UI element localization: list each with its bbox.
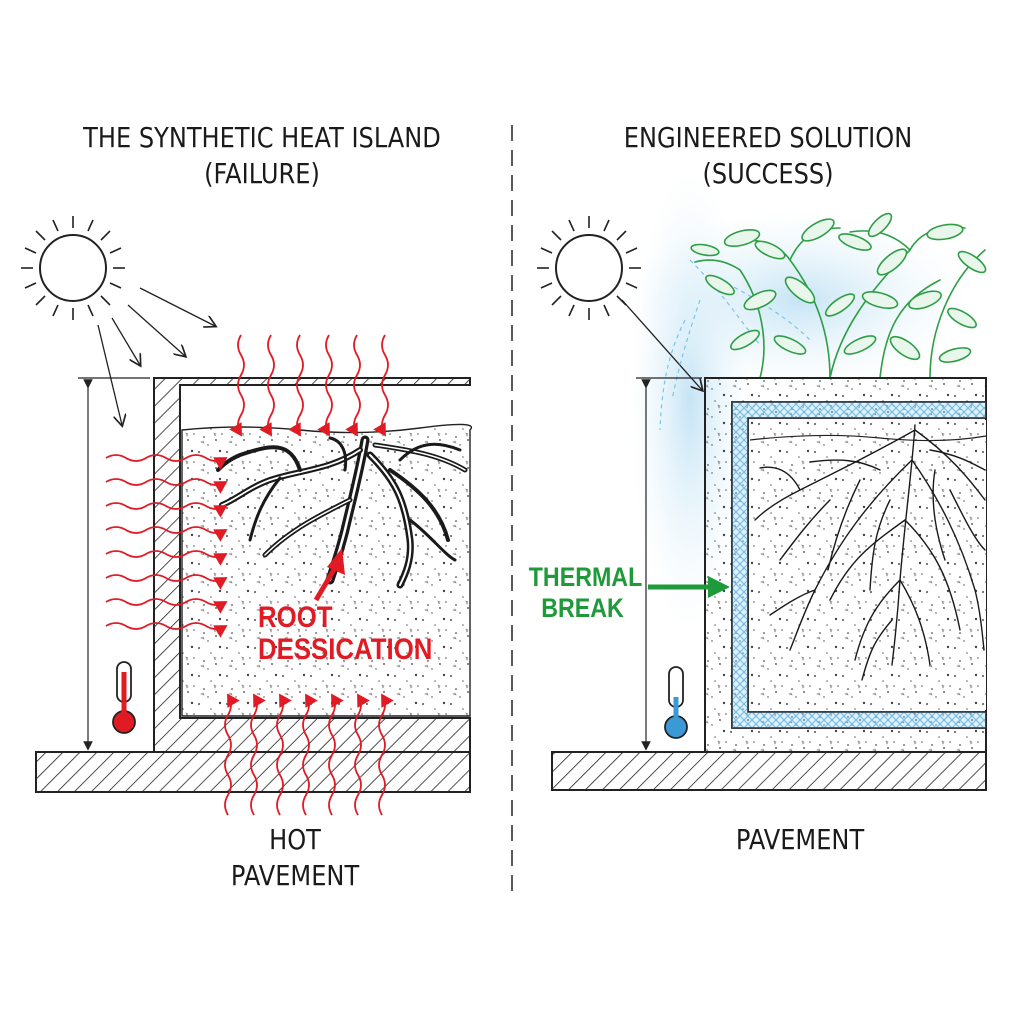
pavement-line: PAVEMENT (735, 823, 865, 856)
sun-icon (537, 216, 641, 320)
left-title-line1: THE SYNTHETIC HEAT ISLAND (83, 121, 441, 154)
thermal-break-insulation (731, 401, 987, 729)
left-title-line2: (FAILURE) (204, 157, 320, 190)
healthy-soil-texture (750, 420, 986, 710)
pavement-label: PAVEMENT (697, 822, 903, 858)
height-dimension (636, 377, 702, 751)
sun-icon (21, 216, 125, 320)
plant-foliage (690, 212, 987, 379)
thermometer-hot-icon (112, 661, 136, 734)
root-dessication-line1: ROOT (258, 601, 333, 634)
thermometer-cool-icon (664, 666, 688, 739)
hot-pavement-label: HOT PAVEMENT (196, 822, 394, 894)
soil-surface (749, 434, 987, 442)
heat-waves-bottom (224, 693, 394, 816)
left-panel-title: THE SYNTHETIC HEAT ISLAND (FAILURE) (47, 120, 477, 192)
root-dessication-callout: ROOT DESSICATION (258, 602, 432, 666)
right-panel-title: ENGINEERED SOLUTION (SUCCESS) (553, 120, 983, 192)
thermal-break-line2: BREAK (541, 593, 624, 623)
sun-ray-arrow (621, 299, 702, 390)
insulation-tint (732, 418, 748, 712)
heat-waves-top (229, 334, 389, 437)
healthy-roots (754, 424, 986, 681)
pavement-slab (551, 751, 987, 791)
thermal-break-callout: THERMAL BREAK (528, 562, 643, 624)
sun-ray-arrows (97, 287, 215, 425)
right-panel (537, 170, 987, 791)
height-dimension (78, 377, 150, 751)
insulation-tint (732, 402, 986, 418)
root-dessication-pointer (313, 548, 345, 602)
right-title-line1: ENGINEERED SOLUTION (623, 121, 913, 154)
hot-pavement-line2: PAVEMENT (230, 859, 360, 892)
heat-waves-side (105, 454, 228, 638)
root-dessication-line2: DESSICATION (258, 633, 433, 666)
planter-wall (153, 377, 471, 753)
hot-pavement-line1: HOT (269, 823, 321, 856)
right-title-line2: (SUCCESS) (702, 157, 834, 190)
thermal-break-pointer (648, 576, 730, 598)
thermal-break-line1: THERMAL (528, 562, 643, 592)
left-panel (21, 216, 473, 816)
insulation-tint (732, 712, 986, 728)
